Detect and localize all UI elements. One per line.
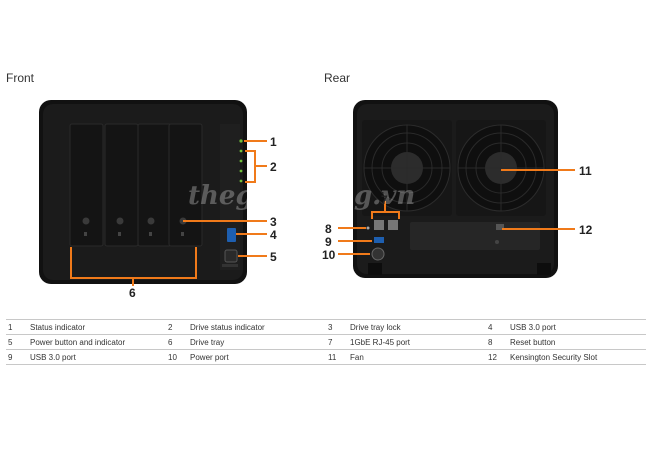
drive-bays [69,123,203,247]
callout-12: 12 [579,223,593,237]
legend-label: Drive status indicator [188,319,326,335]
legend-label: Fan [348,349,486,365]
callout-9: 9 [325,235,332,249]
legend-label: Power button and indicator [28,334,166,350]
legend-label: Kensington Security Slot [508,349,646,365]
callout-6: 6 [129,286,136,300]
legend-num: 5 [6,334,28,350]
rear-device [353,100,558,278]
component-legend-table: 1 Status indicator 2 Drive status indica… [6,319,646,365]
rj45-port-1 [374,220,384,230]
power-button [224,249,238,263]
callout-3: 3 [270,215,277,229]
legend-row: 9 USB 3.0 port 10 Power port 11 Fan 12 K… [6,349,646,365]
status-leds [239,139,243,183]
callout-5: 5 [270,250,277,264]
front-usb-port [227,228,236,242]
front-callout-lines [70,140,267,286]
legend-num: 10 [166,349,188,365]
legend-num: 2 [166,319,188,335]
callout-10: 10 [322,248,336,262]
fan-right [456,120,546,216]
callout-numbers: 1 2 3 4 5 6 7 8 9 10 11 12 [129,135,593,300]
device-diagram: thegioimang.vn 1 2 3 4 5 6 7 8 9 10 11 1… [39,100,593,300]
legend-num: 3 [326,319,348,335]
callout-4: 4 [270,228,277,242]
legend-label: Reset button [508,334,646,350]
legend-label: USB 3.0 port [508,319,646,335]
power-port [371,247,385,261]
legend-num: 9 [6,349,28,365]
callout-8: 8 [325,222,332,236]
legend-num: 4 [486,319,508,335]
reset-button [366,226,370,230]
fan-left [362,120,452,216]
legend-label: 1GbE RJ-45 port [348,334,486,350]
legend-num: 8 [486,334,508,350]
rj45-port-2 [388,220,398,230]
legend-num: 11 [326,349,348,365]
rear-usb-port [374,237,384,243]
rear-view-title: Rear [324,71,351,85]
legend-num: 1 [6,319,28,335]
legend-label: Status indicator [28,319,166,335]
legend-label: Drive tray [188,334,326,350]
legend-label: Drive tray lock [348,319,486,335]
front-device [39,100,247,284]
legend-row: 5 Power button and indicator 6 Drive tra… [6,334,646,350]
watermark-text: thegioimang.vn [188,181,415,211]
legend-row: 1 Status indicator 2 Drive status indica… [6,319,646,335]
legend-label: USB 3.0 port [28,349,166,365]
kensington-slot [496,224,504,230]
front-view-title: Front [6,71,35,85]
legend-num: 12 [486,349,508,365]
callout-11: 11 [579,164,592,178]
callout-7: 7 [381,193,388,207]
legend-num: 6 [166,334,188,350]
legend-label: Power port [188,349,326,365]
callout-1: 1 [270,135,277,149]
callout-2: 2 [270,160,277,174]
rear-callout-lines [338,169,575,255]
legend-num: 7 [326,334,348,350]
